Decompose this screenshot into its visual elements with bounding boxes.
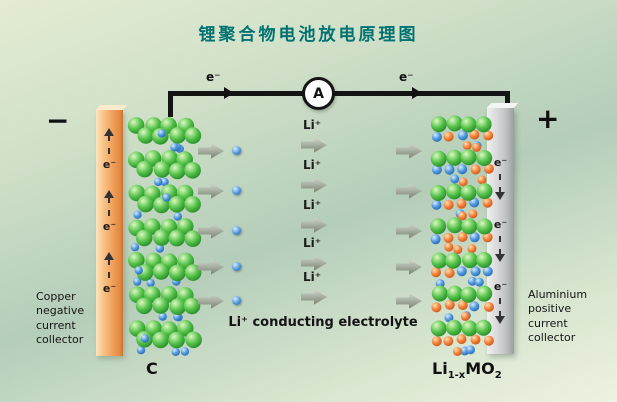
ion-flow-arrow-icon (301, 255, 327, 271)
cathode-label-sub2: 2 (494, 370, 502, 382)
electron-flow-label-right: e⁻ (399, 70, 414, 84)
anode-label: C (146, 359, 158, 378)
electron-flow-arrow-right-icon (412, 87, 422, 99)
ion-flow-arrow-icon (301, 289, 327, 305)
caption-line: negative (36, 304, 85, 318)
diagram-title: 锂聚合物电池放电原理图 (198, 25, 419, 45)
electron-flow-label-left: e⁻ (206, 70, 221, 84)
caption-line: collector (528, 330, 576, 344)
electron-up-arrow-icon (104, 252, 114, 278)
circuit-wire-left (168, 91, 173, 117)
electrolyte-caption: Li⁺ conducting electrolyte (228, 315, 418, 330)
caption-line: current (36, 318, 76, 332)
cathode-label: Li1-xMO2 (432, 359, 502, 381)
ion-flow-arrow-icon (198, 293, 224, 309)
ion-flow-arrow-icon (301, 137, 327, 153)
ion-flow-arrow-icon (396, 143, 422, 159)
electron-up-arrow-icon (104, 190, 114, 216)
caption-line: Copper (36, 290, 76, 303)
electron-flow-arrow-left-icon (224, 87, 234, 99)
lithium-ion-dot (232, 146, 241, 155)
li-ion-label: Li⁺ (303, 236, 322, 250)
ion-flow-arrow-icon (396, 259, 422, 275)
caption-line: Aluminium (528, 288, 588, 301)
graphite-anode-spheres (127, 117, 202, 356)
li-ion-label: Li⁺ (303, 270, 322, 284)
ammeter-label: A (313, 85, 324, 102)
lithium-ion-dot (232, 296, 241, 305)
lithium-ion-dot (232, 262, 241, 271)
cathode-label-sub1: 1-x (447, 370, 466, 382)
cathode-label-base2: MO (465, 359, 495, 378)
li-ion-label: Li⁺ (303, 118, 322, 132)
electron-label: e⁻ (493, 156, 508, 169)
electron-down-arrow-icon (495, 174, 505, 200)
ion-flow-arrow-icon (198, 143, 224, 159)
electron-label: e⁻ (493, 218, 508, 231)
copper-collector-caption: Copper negative current collector (36, 290, 84, 347)
ion-flow-arrow-icon (301, 217, 327, 233)
electron-up-arrow-icon (104, 128, 114, 154)
electron-down-arrow-icon (495, 236, 505, 262)
electron-label: e⁻ (102, 220, 117, 233)
aluminium-collector-caption: Aluminium positive current collector (528, 288, 587, 345)
ion-flow-arrow-icon (396, 223, 422, 239)
li-ion-label: Li⁺ (303, 198, 322, 212)
ion-flow-arrow-icon (301, 177, 327, 193)
caption-line: current (528, 316, 568, 330)
electron-label: e⁻ (102, 158, 117, 171)
electron-label: e⁻ (493, 280, 508, 293)
circuit-wire-horizontal (168, 91, 510, 96)
ammeter: A (302, 77, 335, 110)
ion-flow-arrow-icon (198, 183, 224, 199)
lithium-ion-dot (232, 186, 241, 195)
ion-flow-arrow-icon (396, 183, 422, 199)
caption-line: positive (528, 302, 572, 316)
lithium-ion-dot (232, 226, 241, 235)
cathode-label-base1: Li (432, 359, 448, 378)
ion-flow-arrow-icon (198, 223, 224, 239)
caption-line: collector (36, 332, 84, 346)
ion-flow-arrow-icon (396, 293, 422, 309)
ion-flow-arrow-icon (198, 259, 224, 275)
electron-down-arrow-icon (495, 298, 505, 324)
positive-terminal: + (536, 102, 560, 135)
li-ion-label: Li⁺ (303, 158, 322, 172)
negative-terminal: − (46, 104, 70, 137)
electron-label: e⁻ (102, 282, 117, 295)
